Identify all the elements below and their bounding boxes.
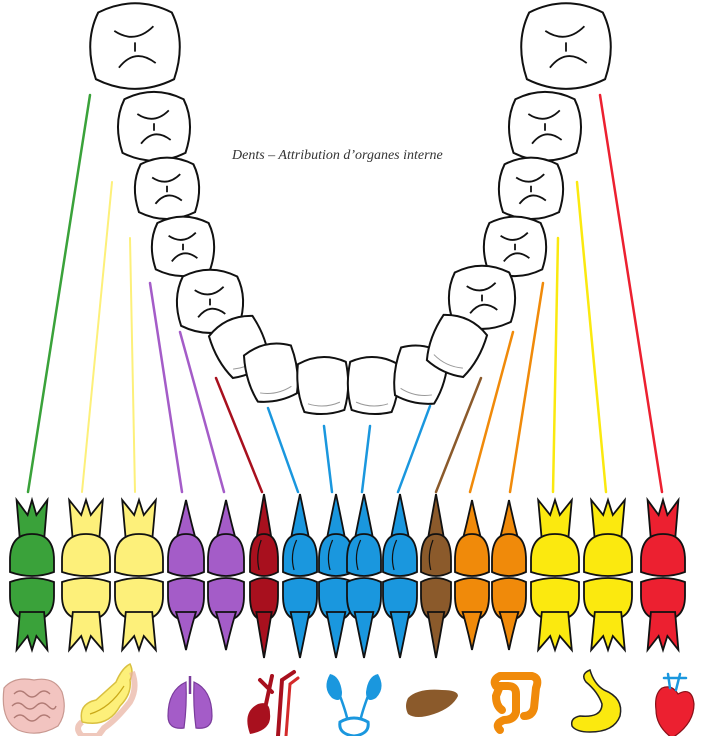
arch-molar-6 [520,2,612,90]
row-tooth-16-red [640,496,686,654]
arch-front-tooth-4 [346,356,400,416]
connector-line-6 [214,376,264,494]
row-tooth-10-blue [382,493,418,659]
dental-arch [89,2,612,416]
row-tooth-11-brown [420,493,452,659]
large-intestine-icon [490,672,542,734]
arch-molar-1 [89,2,181,90]
row-tooth-14-yellow [530,497,580,653]
small-intestine-icon [2,678,65,734]
arch-front-tooth-6 [425,313,489,379]
organ-row [2,662,695,739]
connector-line-9 [360,424,372,494]
connector-line-14 [551,236,560,494]
arch-molar-2 [117,90,191,162]
arch-molar-4 [150,215,216,278]
liver-icon [406,689,458,717]
connector-line-11 [434,376,483,494]
stomach-icon [570,668,622,733]
connector-line-16 [598,93,664,494]
arch-molar-9 [482,215,548,278]
arch-molar-3 [133,156,201,221]
row-tooth-1-green [9,496,55,654]
arch-molar-7 [508,90,582,162]
arch-molar-10 [447,264,517,330]
row-tooth-13-orange [491,499,527,651]
kidneys-bladder-icon [326,674,382,738]
heart-icon [655,672,695,739]
connector-line-7 [266,406,300,494]
pancreas-icon [75,662,138,739]
connector-line-13 [508,281,545,494]
arch-front-tooth-2 [242,342,299,403]
connector-line-1 [26,93,92,494]
connector-line-5 [178,330,226,494]
row-tooth-6-dark_red [249,493,279,659]
row-tooth-8-blue [318,493,354,659]
row-tooth-3-pale_yellow [114,497,164,653]
row-tooth-12-orange [454,499,490,651]
connector-line-12 [468,330,515,494]
arch-front-tooth-3 [296,356,350,416]
connector-line-8 [322,424,334,494]
row-tooth-2-pale_yellow [61,497,111,653]
lungs-icon [167,676,213,729]
connector-line-3 [129,237,136,493]
row-tooth-7-blue [282,493,318,659]
blood-vessels-icon [247,670,300,738]
row-tooth-5-purple [207,499,245,651]
connector-line-4 [148,281,184,494]
teeth-row [9,493,686,659]
diagram-title: Dents – Attribution d’organes interne [232,148,443,163]
arch-molar-8 [497,156,565,221]
row-tooth-4-purple [167,499,205,651]
row-tooth-15-yellow [583,497,633,653]
connector-line-2 [81,181,113,493]
connector-line-10 [396,404,432,494]
connector-lines [26,93,664,494]
row-tooth-9-blue [346,493,382,659]
connector-line-15 [575,180,608,494]
